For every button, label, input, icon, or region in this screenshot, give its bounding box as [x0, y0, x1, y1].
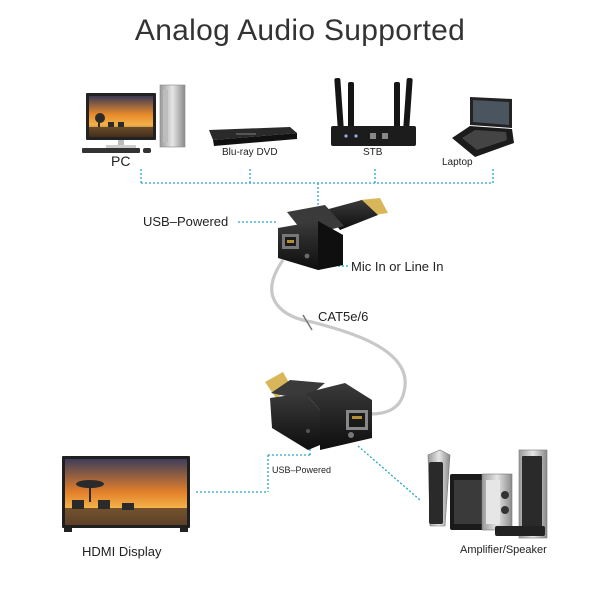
bluray-player-icon: [209, 127, 297, 146]
receiver-power-label: USB–Powered: [272, 465, 332, 475]
audio-input-label: Mic In or Line In: [351, 259, 444, 274]
receiver-icon: [265, 372, 372, 450]
transmitter-icon: [278, 198, 388, 270]
monitor-icon: [82, 93, 156, 153]
bluray-label: Blu-ray DVD: [222, 147, 278, 158]
laptop-icon: [452, 97, 514, 157]
cable-tick: [302, 314, 313, 331]
transmitter-power-label: USB–Powered: [143, 214, 229, 229]
router-icon: [331, 77, 416, 146]
speaker-label: Amplifier/Speaker: [460, 544, 547, 556]
pc-label: PC: [111, 153, 131, 169]
page-title: Analog Audio Supported: [134, 14, 466, 47]
cable-label: CAT5e/6: [318, 309, 369, 324]
display-label: HDMI Display: [82, 544, 162, 559]
tv-icon: [62, 456, 190, 532]
stb-label: STB: [363, 147, 383, 158]
laptop-label: Laptop: [442, 157, 473, 168]
pc-tower-icon: [159, 84, 186, 148]
cat-cable: [270, 259, 407, 416]
speaker-system-icon: [427, 449, 548, 539]
